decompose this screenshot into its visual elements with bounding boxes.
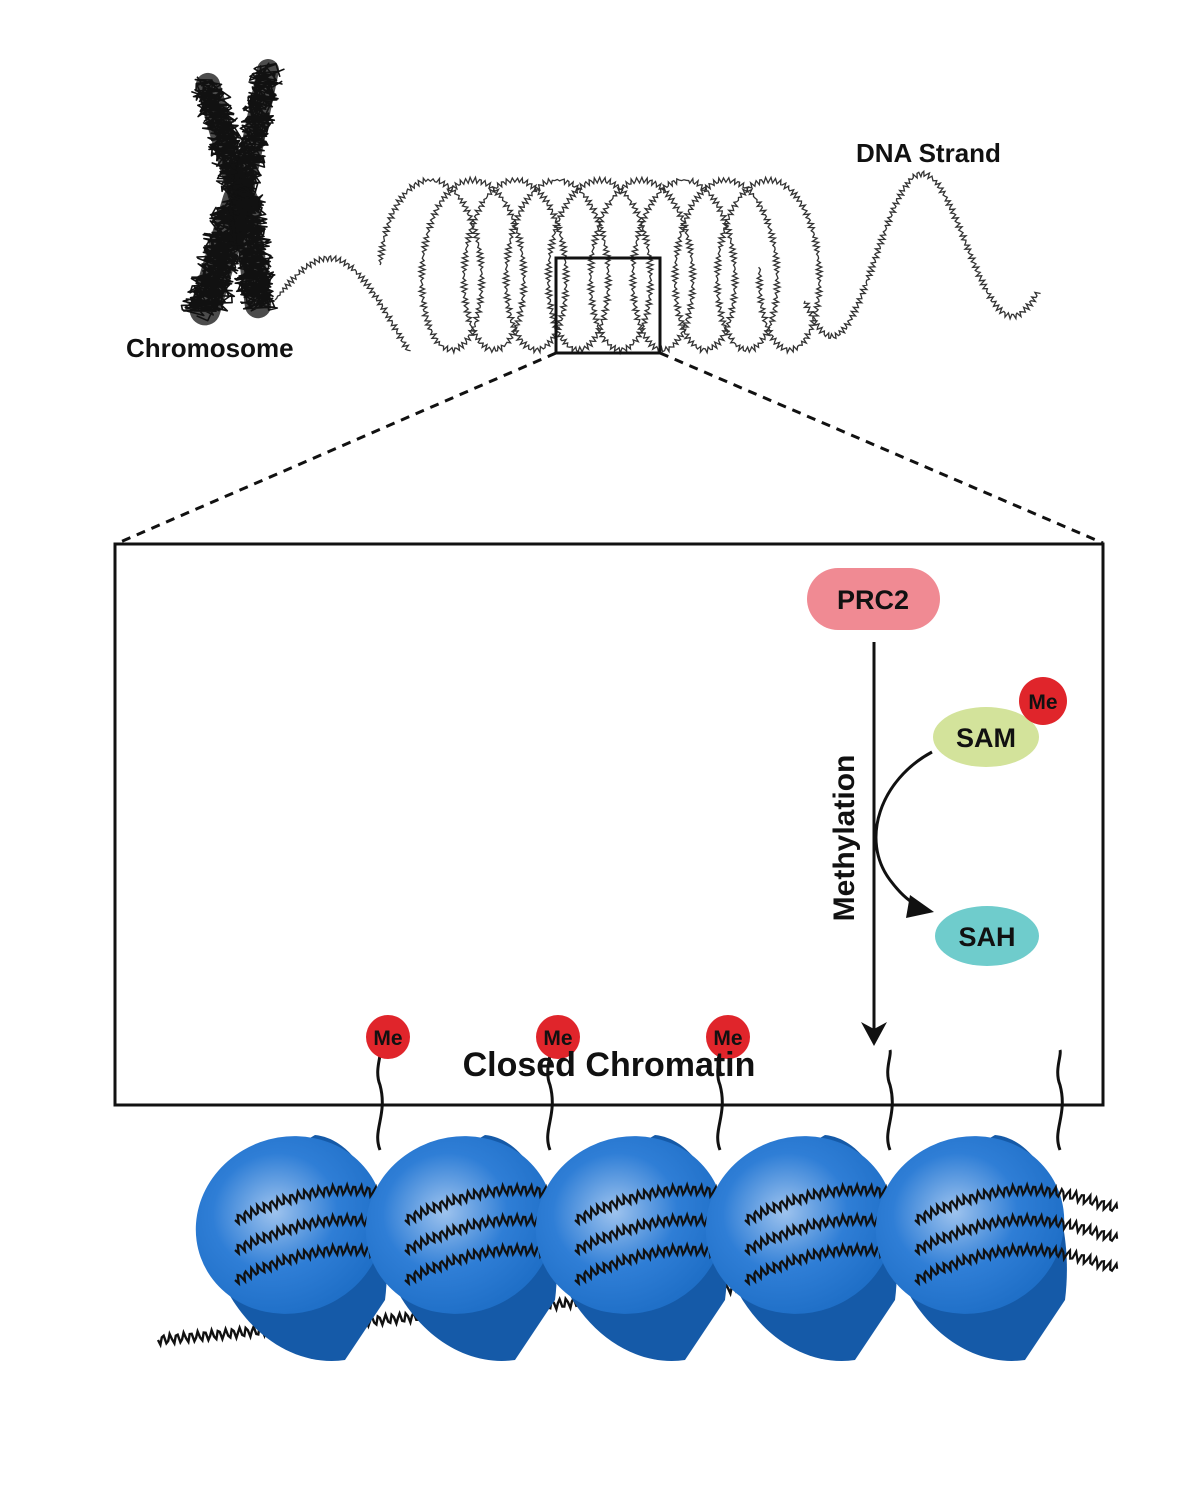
sam-me-label: Me bbox=[1028, 691, 1057, 714]
sam-methyl-group bbox=[1019, 677, 1067, 725]
methylation-arrowhead bbox=[861, 1022, 887, 1046]
histone-methyl-group bbox=[536, 1015, 580, 1059]
zoom-line-left bbox=[117, 351, 557, 545]
sam-molecule: SAM Me bbox=[933, 677, 1067, 767]
nucleosome: Me bbox=[365, 1015, 609, 1361]
sam-to-sah-arrowhead bbox=[906, 895, 934, 918]
chromosome-illustration bbox=[180, 59, 285, 326]
histone-methyl-group bbox=[706, 1015, 750, 1059]
closed-chromatin-label: Closed Chromatin bbox=[463, 1046, 756, 1084]
histone-me-label: Me bbox=[373, 1027, 402, 1050]
nucleosome: Me bbox=[535, 1015, 779, 1361]
prc2-label: PRC2 bbox=[837, 585, 909, 615]
nucleosome bbox=[875, 1049, 1119, 1361]
nucleosome-array: Me Me Me bbox=[195, 1015, 1119, 1361]
histone-methyl-group bbox=[366, 1015, 410, 1059]
sam-label: SAM bbox=[956, 723, 1016, 753]
zoom-line-right bbox=[659, 351, 1104, 545]
sah-label: SAH bbox=[958, 922, 1015, 952]
dna-strand-label: DNA Strand bbox=[856, 138, 1001, 168]
methylation-label: Methylation bbox=[828, 755, 861, 922]
nucleosome bbox=[705, 1049, 949, 1361]
prc2-enzyme: PRC2 bbox=[807, 568, 940, 630]
histone-me-label: Me bbox=[713, 1027, 742, 1050]
sah-molecule: SAH bbox=[935, 906, 1039, 966]
sam-to-sah-curve bbox=[874, 750, 933, 910]
histone-me-label: Me bbox=[543, 1027, 572, 1050]
detail-frame bbox=[113, 542, 1105, 1107]
chromosome-label: Chromosome bbox=[126, 333, 294, 363]
nucleosome: Me bbox=[195, 1015, 439, 1361]
zoom-region-box bbox=[554, 256, 662, 355]
dna-strand-coil bbox=[274, 169, 1041, 356]
